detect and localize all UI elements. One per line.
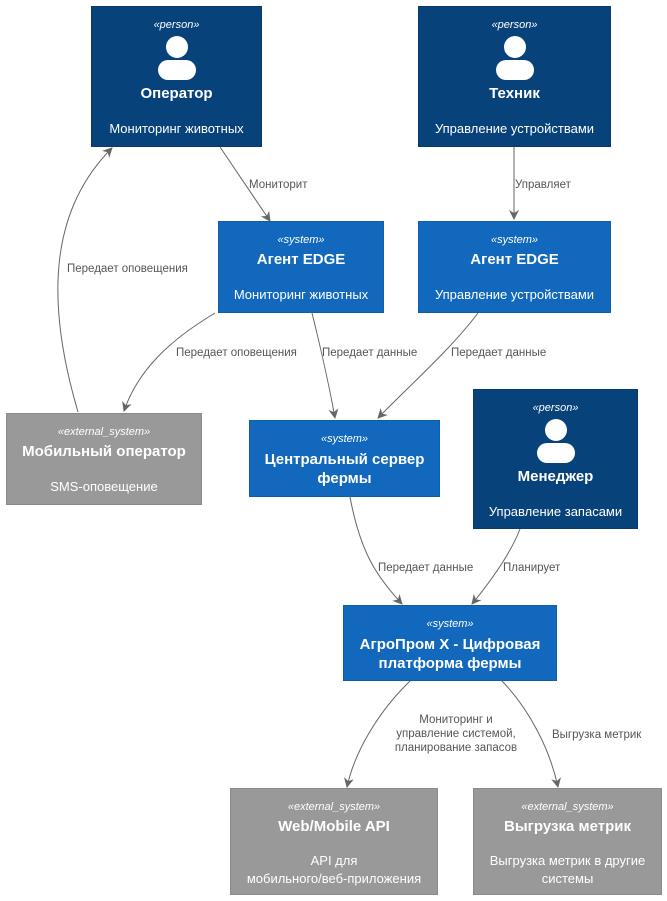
edge-label-data-to-platform: Передает данные: [378, 562, 474, 574]
node-description: SMS-оповещение: [50, 479, 158, 494]
node-metrics-export: «external_system» Выгрузка метрик Выгруз…: [473, 788, 662, 895]
person-icon: [157, 36, 196, 80]
edge-server-to-platform: [349, 496, 403, 605]
stereotype: «person»: [532, 402, 579, 414]
node-title: Мобильный оператор: [22, 443, 186, 460]
node-edge-agent-devices: «system» Агент EDGE Управление устройств…: [418, 221, 611, 313]
node-description: мобильного/веб-приложения: [246, 871, 422, 886]
node-title: АгроПром X - Цифровая: [359, 636, 541, 653]
node-description: Мониторинг животных: [109, 121, 244, 136]
stereotype: «system»: [277, 234, 325, 246]
edge-label-line: планирование запасов: [394, 742, 518, 754]
edge-label-monitors: Мониторит: [249, 179, 308, 191]
stereotype: «external_system»: [57, 426, 151, 438]
node-title: фермы: [317, 470, 372, 487]
stereotype: «person»: [153, 19, 200, 31]
node-title: Агент EDGE: [256, 251, 346, 268]
edge-platform-to-metrics: [501, 680, 561, 788]
edge-label-metrics-export: Выгрузка метрик: [552, 729, 642, 741]
node-description: Управление устройствами: [434, 287, 595, 302]
edge-label-manages: Управляет: [515, 179, 571, 191]
edge-operator-to-edge: [219, 146, 271, 222]
node-manager: «person» Менеджер Управление запасами: [473, 389, 638, 529]
edge-edge-to-mobile: [122, 312, 216, 412]
person-icon: [495, 36, 534, 80]
node-title: Центральный сервер: [264, 451, 425, 468]
stereotype: «person»: [491, 19, 538, 31]
stereotype: «external_system»: [521, 801, 614, 813]
edge-label-monitoring-management: Мониторинг и управление системой, планир…: [386, 713, 526, 755]
node-title: Менеджер: [517, 468, 594, 485]
node-description: системы: [541, 871, 594, 886]
node-title: Web/Mobile API: [278, 818, 390, 835]
node-operator: «person» Оператор Мониторинг животных: [91, 6, 262, 147]
edge-platform-to-api: [344, 680, 411, 788]
edge-label-alerts-to-mobile: Передает оповещения: [176, 347, 297, 359]
node-agroprom-platform: «system» АгроПром X - Цифровая платформа…: [343, 605, 557, 681]
edge-mobile-to-operator: [57, 147, 113, 413]
node-mobile-operator: «external_system» Мобильный оператор SMS…: [6, 413, 202, 505]
edge-label-data-to-server-2: Передает данные: [451, 347, 547, 359]
node-web-mobile-api: «external_system» Web/Mobile API API для…: [230, 788, 438, 895]
edge-edge-to-server: [311, 312, 339, 419]
edge-label-plans: Планирует: [503, 562, 561, 574]
node-title: Оператор: [140, 85, 213, 102]
node-technician: «person» Техник Управление устройствами: [418, 6, 611, 147]
node-description: Мониторинг животных: [233, 287, 369, 302]
node-description: API для: [310, 853, 358, 868]
node-title: Агент EDGE: [470, 251, 559, 268]
node-title: Выгрузка метрик: [504, 818, 631, 835]
stereotype: «system»: [320, 433, 369, 445]
node-description: Управление запасами: [488, 504, 623, 519]
node-central-server: «system» Центральный сервер фермы: [249, 420, 440, 497]
stereotype: «external_system»: [287, 801, 381, 813]
stereotype: «system»: [490, 234, 539, 246]
edge-label-line: Мониторинг и: [419, 714, 493, 726]
edge-label-line: управление системой,: [396, 728, 516, 740]
person-icon: [536, 419, 575, 463]
node-description: Выгрузка метрик в другие: [489, 853, 646, 868]
edge-edge2-to-server: [377, 312, 479, 419]
edge-label-data-to-server-1: Передает данные: [322, 347, 418, 359]
edge-manager-to-platform: [471, 528, 521, 605]
stereotype: «system»: [426, 618, 474, 630]
edge-label-alerts-to-operator: Передает оповещения: [67, 263, 188, 275]
node-title: Техник: [489, 85, 540, 102]
node-edge-agent-monitoring: «system» Агент EDGE Мониторинг животных: [218, 221, 384, 313]
node-title: платформа фермы: [378, 655, 522, 672]
node-description: Управление устройствами: [434, 121, 595, 136]
